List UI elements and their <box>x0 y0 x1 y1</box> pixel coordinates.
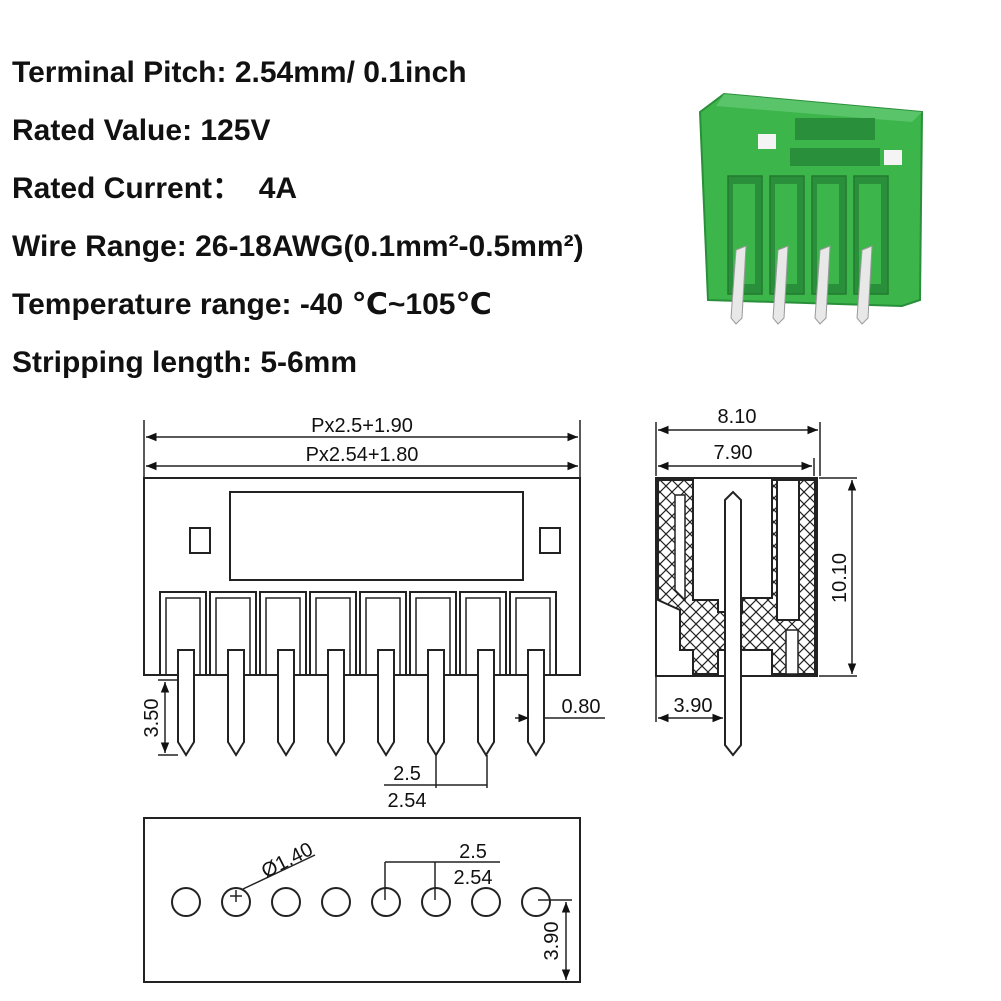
pcb-hole <box>521 887 551 917</box>
spec-label: Wire Range: <box>12 230 187 263</box>
spec-terminal-pitch: Terminal Pitch: 2.54mm/ 0.1inch <box>12 44 584 102</box>
pcb-hole <box>171 887 201 917</box>
front-pin <box>427 649 445 757</box>
dim-front-width-1: Px2.5+1.90 <box>311 415 413 437</box>
photo-pin <box>730 245 747 325</box>
front-pin <box>277 649 295 757</box>
spec-value: 5-6mm <box>260 346 358 379</box>
side-cavity <box>674 494 686 602</box>
spec-label: Terminal Pitch: <box>12 56 227 89</box>
spec-value: -40 ℃~105℃ <box>299 288 492 321</box>
spec-value: 125V <box>200 114 271 147</box>
front-pin <box>527 649 545 757</box>
front-pin <box>227 649 245 757</box>
spec-stripping-length: Stripping length: 5-6mm <box>12 334 584 392</box>
dim-pcb-edge: 3.90 <box>541 922 563 961</box>
dim-side-width-outer: 8.10 <box>718 406 757 428</box>
dim-side-height: 10.10 <box>829 553 851 603</box>
front-pin <box>177 649 195 757</box>
dim-pcb-pitch-1: 2.5 <box>459 841 487 863</box>
pcb-view <box>143 817 581 983</box>
side-pin <box>724 490 742 757</box>
pcb-hole <box>271 887 301 917</box>
photo-label-recess-lower <box>790 148 880 166</box>
photo-pin <box>772 245 789 325</box>
side-section-hatch <box>657 479 816 675</box>
front-pin <box>477 649 495 757</box>
spec-value: 26-18AWG(0.1mm²-0.5mm²) <box>195 230 584 263</box>
spec-label: Rated Current <box>12 172 213 205</box>
dim-pin-width: 0.80 <box>562 696 601 718</box>
spec-wire-range: Wire Range: 26-18AWG(0.1mm²-0.5mm²) <box>12 218 584 276</box>
spec-value: 2.54mm/ 0.1inch <box>234 56 467 89</box>
pcb-holes <box>171 887 551 917</box>
photo-top-face <box>716 94 922 122</box>
spec-separator: ： <box>212 172 259 205</box>
photo-pin <box>814 245 831 325</box>
spec-rated-value: Rated Value: 125V <box>12 102 584 160</box>
dim-front-pitch-2: 2.54 <box>388 790 427 812</box>
pcb-hole <box>321 887 351 917</box>
spec-rated-current: Rated Current： 4A <box>12 160 584 218</box>
front-pins <box>177 649 545 757</box>
side-spring-slot <box>776 479 800 621</box>
photo-pin <box>856 245 873 325</box>
front-slots <box>159 591 557 676</box>
pcb-hole <box>471 887 501 917</box>
dim-front-width-2: Px2.54+1.80 <box>306 444 419 466</box>
spec-value: 4A <box>258 172 298 205</box>
product-photo <box>698 92 924 325</box>
dim-front-pitch-1: 2.5 <box>393 763 421 785</box>
front-latch-right <box>539 527 561 554</box>
diameter-leader <box>242 854 316 890</box>
front-pin <box>377 649 395 757</box>
dim-pin-length: 3.50 <box>141 699 163 738</box>
front-latch-left <box>189 527 211 554</box>
dim-side-pin-offset: 3.90 <box>674 695 713 717</box>
spec-label: Rated Value: <box>12 114 193 147</box>
spec-temperature-range: Temperature range: -40 ℃~105℃ <box>12 276 584 334</box>
spec-label: Temperature range: <box>12 288 292 321</box>
pcb-hole <box>421 887 451 917</box>
photo-latch-window <box>758 134 776 149</box>
front-pin <box>327 649 345 757</box>
front-label-window <box>229 491 524 581</box>
side-view <box>655 422 857 757</box>
pcb-hole <box>371 887 401 917</box>
front-slot <box>309 591 357 676</box>
spec-list: Terminal Pitch: 2.54mm/ 0.1inch Rated Va… <box>12 44 584 392</box>
dim-pcb-pitch-2: 2.54 <box>454 867 493 889</box>
photo-latch-window <box>884 150 902 165</box>
side-spring-foot <box>785 629 799 675</box>
front-view <box>143 420 605 788</box>
dim-side-width-inner: 7.90 <box>714 442 753 464</box>
photo-label-recess <box>795 118 875 140</box>
pcb-outline <box>143 817 581 983</box>
spec-label: Stripping length: <box>12 346 252 379</box>
